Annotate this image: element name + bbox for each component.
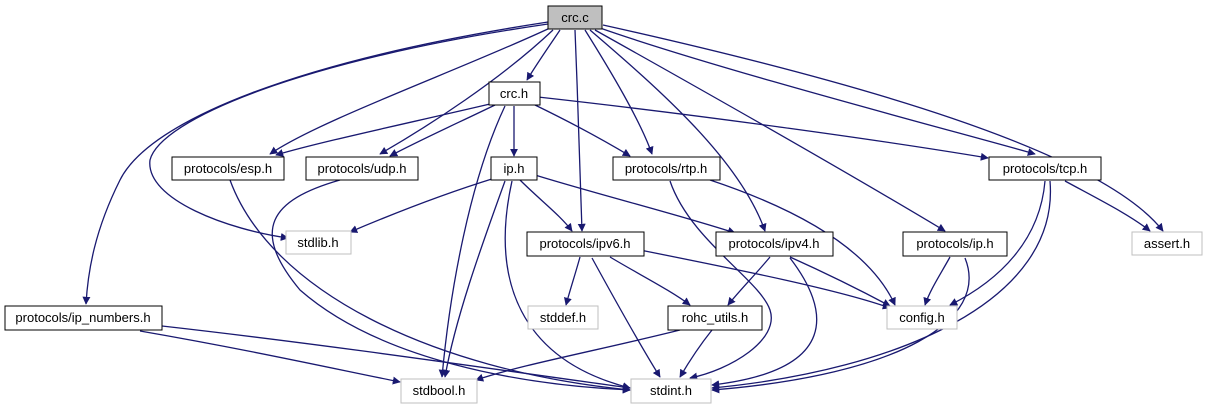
edge-ipv4-config: [789, 256, 891, 307]
node-crc-h[interactable]: crc.h: [488, 81, 541, 106]
edge-ipv4-stdint: [711, 257, 818, 389]
edge-ip-stdint: [504, 180, 631, 391]
edge-rtp-stdint: [669, 180, 772, 381]
edge-ip-stdbool: [442, 180, 506, 378]
node-ipv4[interactable]: protocols/ipv4.h: [715, 231, 834, 257]
edge-crc-h-rtp: [534, 104, 631, 157]
node-label: assert.h: [1144, 236, 1190, 251]
edge-crc-h-stdbool: [438, 105, 506, 378]
node-rohc-utils[interactable]: rohc_utils.h: [667, 305, 763, 331]
edge-crc-c-tcp: [599, 27, 1036, 156]
node-label: protocols/tcp.h: [1003, 161, 1088, 176]
node-label: config.h: [899, 310, 945, 325]
edge-ip-stdlib: [349, 177, 496, 233]
edge-crc-c-rtp: [584, 29, 654, 155]
edge-ipv6-rohc: [609, 256, 691, 306]
node-ip-h[interactable]: ip.h: [490, 156, 538, 181]
edge-ip-ipv4: [534, 174, 736, 235]
node-ipv6[interactable]: protocols/ipv6.h: [526, 231, 645, 257]
node-ip-numbers[interactable]: protocols/ip_numbers.h: [4, 305, 163, 331]
edge-ipv4-rohc: [727, 256, 771, 306]
edge-crc-c-assert: [602, 24, 1164, 232]
edge-crc-c-ipnum: [82, 21, 549, 305]
node-config[interactable]: config.h: [886, 305, 958, 330]
node-label: protocols/rtp.h: [625, 161, 707, 176]
edge-pip-config: [923, 256, 951, 306]
node-protocols-ip[interactable]: protocols/ip.h: [902, 231, 1008, 257]
node-esp[interactable]: protocols/esp.h: [171, 156, 285, 181]
edge-crc-c-udp: [379, 29, 554, 155]
edge-tcp-config: [949, 180, 1046, 306]
node-stdbool[interactable]: stdbool.h: [400, 378, 478, 404]
node-label: ip.h: [504, 161, 525, 176]
node-assert[interactable]: assert.h: [1131, 231, 1203, 256]
node-label: protocols/ipv4.h: [728, 236, 819, 251]
node-label: protocols/ip_numbers.h: [15, 310, 150, 325]
node-stdlib[interactable]: stdlib.h: [285, 230, 352, 255]
edge-crc-c-stdlib: [149, 23, 549, 241]
edge-crc-c-esp: [269, 27, 551, 155]
edge-crc-c-pip: [594, 29, 946, 232]
edge-tcp-stdint: [711, 180, 1051, 392]
node-label: stdlib.h: [297, 235, 338, 250]
edge-tcp-assert: [1064, 180, 1151, 232]
edge-ip-ipv6: [519, 179, 573, 232]
edge-udp-stdint: [271, 179, 631, 394]
edge-crc-h-tcp: [537, 96, 989, 161]
node-label: stdint.h: [650, 383, 692, 398]
edge-crc-c-ipv4: [589, 29, 767, 232]
node-label: protocols/esp.h: [184, 161, 272, 176]
node-rtp[interactable]: protocols/rtp.h: [612, 156, 721, 181]
edge-rohc-stdbool: [475, 329, 681, 382]
node-label: protocols/udp.h: [318, 161, 407, 176]
node-label: stddef.h: [540, 310, 586, 325]
node-label: crc.c: [561, 10, 589, 25]
dependency-edges: [82, 21, 1164, 394]
edge-pip-stdint: [711, 257, 970, 394]
edge-crc-c-crc-h: [526, 29, 561, 81]
node-label: protocols/ip.h: [916, 236, 993, 251]
node-label: rohc_utils.h: [682, 310, 748, 325]
edge-ipnum-stdint: [161, 325, 631, 391]
edge-esp-stdint: [229, 179, 631, 394]
node-udp[interactable]: protocols/udp.h: [305, 156, 419, 181]
node-crc-c[interactable]: crc.c: [547, 5, 603, 30]
edge-crc-h-esp: [275, 103, 491, 157]
edge-crc-h-udp: [389, 104, 496, 157]
node-label: protocols/ipv6.h: [539, 236, 630, 251]
node-label: stdbool.h: [413, 383, 466, 398]
edge-ipv6-stddef: [563, 256, 581, 306]
node-stddef[interactable]: stddef.h: [527, 305, 599, 330]
file-nodes: crc.c crc.h protocols/esp.h protocols/ud…: [4, 5, 1203, 404]
edge-ipnum-stdbool: [139, 330, 401, 385]
node-stdint[interactable]: stdint.h: [630, 378, 712, 404]
edge-ipv6-config: [639, 249, 891, 310]
edge-rohc-stdint: [679, 329, 713, 378]
node-tcp[interactable]: protocols/tcp.h: [988, 156, 1102, 181]
edge-ipv6-stdint: [591, 257, 661, 378]
node-label: crc.h: [500, 86, 528, 101]
edge-crc-c-ipv6: [574, 29, 586, 232]
